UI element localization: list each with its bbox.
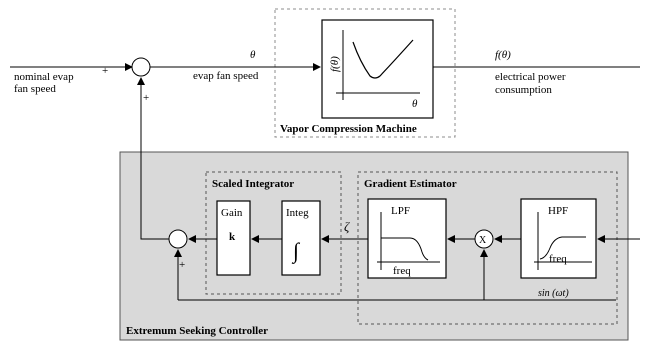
integ-block <box>281 200 321 276</box>
gradient-estimator-box <box>357 171 618 325</box>
hpf-freq-label: freq <box>549 253 567 265</box>
nominal-input-label-1: nominal evap <box>14 71 74 83</box>
scaled-integrator-title: Scaled Integrator <box>212 178 294 190</box>
gain-block <box>216 200 251 276</box>
bottom-summing-junction <box>168 229 188 249</box>
top-sum-plus-left: + <box>102 65 108 77</box>
zeta-label: ζ <box>344 219 350 234</box>
gradient-estimator-title: Gradient Estimator <box>364 178 457 190</box>
top-sum-plus-bottom: + <box>143 92 149 104</box>
theta-label: θ <box>250 49 256 61</box>
evap-fan-speed-label: evap fan speed <box>193 70 259 82</box>
vcm-plot <box>336 30 420 100</box>
lpf-label: LPF <box>391 205 410 217</box>
hpf-label: HPF <box>548 205 568 217</box>
integ-label: Integ <box>286 207 309 219</box>
vcm-dashed-box <box>274 8 456 138</box>
hpf-response-plot <box>534 212 592 270</box>
lpf-freq-label: freq <box>393 265 411 277</box>
scaled-integrator-box <box>205 171 342 295</box>
gain-label: Gain <box>221 207 243 219</box>
vcm-plot-xlabel: θ <box>412 98 418 110</box>
vcm-plot-ylabel: f(θ) <box>329 56 341 72</box>
feedback-line <box>137 77 169 240</box>
multiplier-symbol: X <box>479 235 487 246</box>
bottom-sum-plus: + <box>179 259 185 271</box>
sin-label: sin (ωt) <box>538 288 569 299</box>
vcm-plot-block <box>321 19 434 119</box>
gain-k-label: k <box>229 231 236 243</box>
nominal-input-label-2: fan speed <box>14 83 56 95</box>
f-theta-label: f(θ) <box>495 49 511 61</box>
vcm-title: Vapor Compression Machine <box>280 123 417 135</box>
lpf-response-plot <box>377 212 440 270</box>
power-label-1: electrical power <box>495 71 566 83</box>
power-label-2: consumption <box>495 84 552 96</box>
top-summing-junction <box>131 57 151 77</box>
esc-title: Extremum Seeking Controller <box>126 325 268 337</box>
integral-symbol: ∫ <box>291 238 301 264</box>
